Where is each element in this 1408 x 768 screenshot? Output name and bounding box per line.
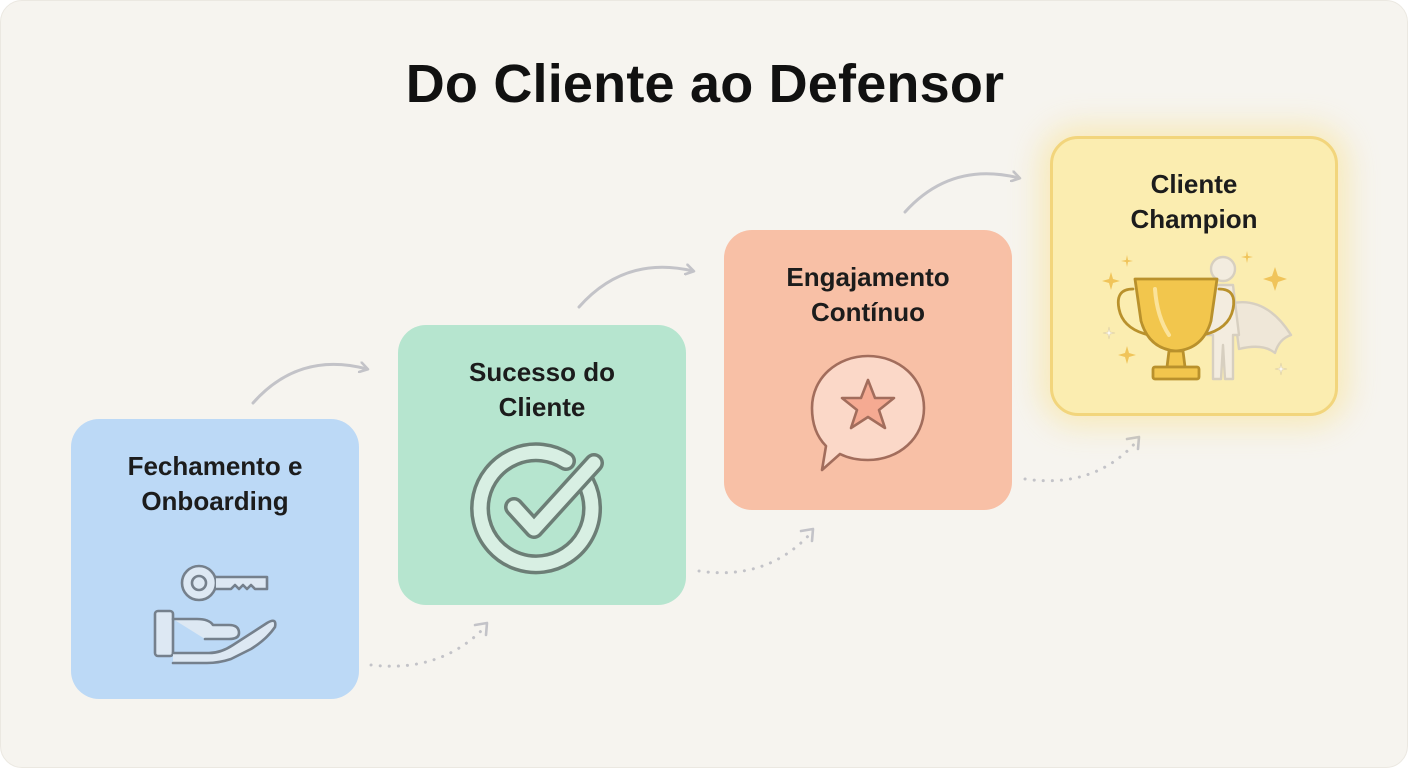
stage-label: Sucesso do Cliente xyxy=(398,355,686,425)
arrow-solid-1 xyxy=(251,364,367,405)
stage-card-customer-success: Sucesso do Cliente xyxy=(398,325,686,605)
trophy-hero-icon xyxy=(1102,251,1293,381)
arrowhead-dotted-2 xyxy=(799,527,815,543)
sparkle-icon xyxy=(1102,251,1287,364)
arrowhead-dotted-1 xyxy=(473,621,489,637)
key-in-hand-icon xyxy=(153,564,277,665)
stage-label-line2: Cliente xyxy=(498,392,586,422)
arrow-dotted-1 xyxy=(369,625,487,668)
diagram-title: Do Cliente ao Defensor xyxy=(405,54,1005,114)
check-circle-icon xyxy=(470,442,604,575)
arrowhead-dotted-3 xyxy=(1125,435,1141,451)
stage-label-line1: Fechamento e xyxy=(127,451,303,481)
stage-label-line1: Engajamento xyxy=(786,262,950,292)
arrow-dotted-2 xyxy=(697,531,813,575)
star-speech-bubble-icon xyxy=(810,354,926,472)
arrow-solid-3 xyxy=(903,174,1019,214)
arrow-solid-2 xyxy=(577,267,693,309)
stage-label: Cliente Champion xyxy=(1053,167,1335,237)
stage-label-line2: Champion xyxy=(1130,204,1258,234)
stage-label: Engajamento Contínuo xyxy=(724,260,1012,330)
stage-card-onboarding: Fechamento e Onboarding xyxy=(71,419,359,699)
stage-label-line2: Onboarding xyxy=(141,486,289,516)
stage-label-line2: Contínuo xyxy=(810,297,926,327)
stage-card-engagement: Engajamento Contínuo xyxy=(724,230,1012,510)
arrow-dotted-3 xyxy=(1023,439,1139,483)
stage-card-champion: Cliente Champion xyxy=(1050,136,1338,416)
stage-label-line1: Cliente xyxy=(1150,169,1238,199)
stage-label-line1: Sucesso do xyxy=(469,357,615,387)
stage-label: Fechamento e Onboarding xyxy=(71,449,359,519)
